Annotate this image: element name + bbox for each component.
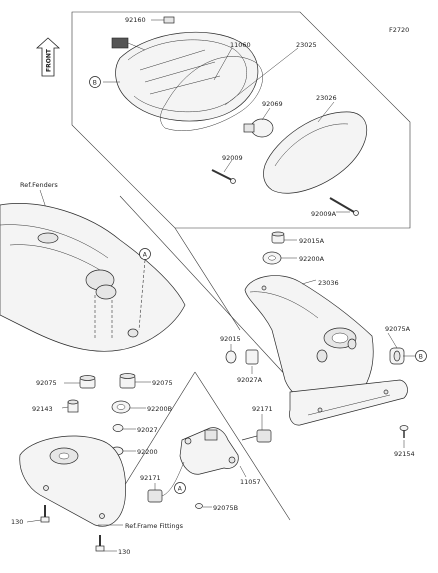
connector-plug	[111, 37, 129, 49]
bolt-130-upper	[40, 505, 50, 523]
label-92200: 92200	[137, 448, 158, 456]
label-92200a: 92200A	[299, 255, 325, 263]
bolt-130-lower	[95, 535, 105, 552]
label-92160: 92160	[125, 16, 146, 24]
label-130-upper: 130	[11, 518, 23, 526]
label-23036: 23036	[318, 279, 339, 287]
tail-lamp-lens	[263, 111, 367, 194]
label-23025: 23025	[296, 41, 317, 49]
license-plate-bracket	[244, 275, 374, 404]
label-92171-upper: 92171	[252, 405, 273, 413]
bulb	[243, 118, 274, 138]
diagram-code: F2720	[389, 26, 409, 34]
label-92075b: 92075B	[213, 504, 238, 512]
collar-92075-left	[79, 375, 96, 389]
cap-92015a	[271, 231, 285, 244]
label-92200b: 92200B	[147, 405, 172, 413]
screw-92075b	[195, 503, 203, 509]
bolt-92143	[67, 399, 79, 413]
leader-lines-left	[26, 381, 151, 552]
label-11060: 11060	[230, 41, 251, 49]
svg-text:A: A	[178, 485, 183, 492]
label-11057: 11057	[240, 478, 261, 486]
label-92075a: 92075A	[385, 325, 411, 333]
label-92075-right: 92075	[152, 379, 173, 387]
cap-92015	[225, 350, 237, 364]
ref-fenders-note: Ref.Fenders	[20, 181, 58, 189]
front-label: FRONT	[45, 48, 52, 72]
washer-92200b	[111, 400, 131, 414]
label-92171-lower: 92171	[140, 474, 161, 482]
tail-lamp-group-frame	[71, 11, 411, 229]
label-92027: 92027	[137, 426, 158, 434]
ref-frame-fittings-note: Ref.Frame Fittings	[125, 522, 184, 530]
label-92027a: 92027A	[237, 376, 263, 384]
marker-b-upper: B	[89, 76, 101, 88]
svg-text:A: A	[143, 251, 148, 258]
part-labels: 92160 11060 23025 92069 23026 92009 9200…	[11, 16, 415, 556]
marker-b-right: B	[415, 350, 427, 362]
label-92015a: 92015A	[299, 237, 325, 245]
screw-92154	[399, 425, 409, 438]
svg-text:B: B	[419, 353, 423, 360]
nut-92027	[112, 424, 124, 432]
washer-92200a	[262, 251, 282, 265]
mount-bracket	[19, 435, 126, 527]
label-92143: 92143	[32, 405, 53, 413]
socket-92171-lower	[147, 461, 185, 503]
license-lamp-assembly	[179, 427, 239, 475]
fender-group-frame	[99, 195, 291, 526]
label-92154: 92154	[394, 450, 415, 458]
grommet-92075a	[389, 347, 405, 365]
clip-92160	[163, 16, 175, 24]
label-92009: 92009	[222, 154, 243, 162]
license-lamp-plate	[289, 379, 408, 426]
svg-text:B: B	[93, 79, 97, 86]
socket-92171-upper	[241, 429, 272, 443]
marker-a-lower: A	[174, 482, 186, 494]
collar-92075-right	[119, 373, 136, 389]
leader-lines-upper	[103, 19, 350, 213]
marker-a-left: A	[138, 248, 151, 331]
collar-92027a	[245, 349, 259, 365]
screw-92009	[211, 169, 236, 184]
label-92069: 92069	[262, 100, 283, 108]
label-92015: 92015	[220, 335, 241, 343]
label-23026: 23026	[316, 94, 337, 102]
lamp-gasket	[160, 56, 263, 131]
label-92009a: 92009A	[311, 210, 337, 218]
leader-lines-right	[154, 239, 415, 508]
screw-92009a	[329, 197, 359, 216]
rear-fender	[0, 203, 186, 352]
label-130-lower: 130	[118, 548, 130, 556]
front-arrow-icon: FRONT	[35, 37, 61, 77]
label-92075-left: 92075	[36, 379, 57, 387]
